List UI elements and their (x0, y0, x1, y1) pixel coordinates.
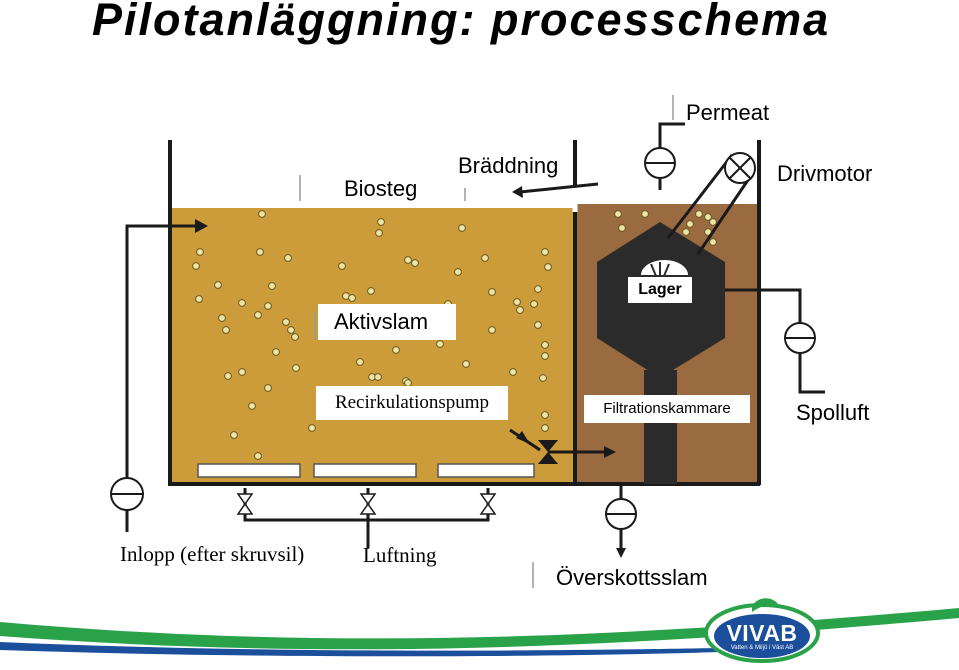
bubble (256, 248, 264, 256)
logo-name: VIVAB (726, 620, 798, 646)
luftning-label: Luftning (363, 543, 437, 567)
bubble (272, 348, 280, 356)
bubble (454, 268, 462, 276)
bubble (258, 210, 266, 218)
logo-tagline: Vatten & Miljö i Väst AB (730, 645, 794, 651)
bubble (436, 340, 444, 348)
bubble (458, 224, 466, 232)
bubble (695, 210, 703, 218)
membrane-module (597, 222, 725, 484)
bubble (238, 299, 246, 307)
bubble (356, 358, 364, 366)
bubble (509, 368, 517, 376)
bubble (292, 364, 300, 372)
bubble (541, 248, 549, 256)
bubble (462, 360, 470, 368)
bubble (544, 263, 552, 271)
bubble (488, 288, 496, 296)
bubble (614, 210, 622, 218)
diffusers (197, 463, 535, 478)
bubble (264, 302, 272, 310)
bubble (641, 210, 649, 218)
permeat-label: Permeat (686, 100, 770, 125)
bubble (534, 321, 542, 329)
lager-label: Lager (638, 281, 682, 298)
pumps (110, 147, 816, 530)
bubble (248, 402, 256, 410)
bubble (192, 262, 200, 270)
vivab-logo (704, 598, 820, 663)
recirkulationspump-label: Recirkulationspump (316, 386, 508, 420)
bubble (264, 384, 272, 392)
bubble (254, 311, 262, 319)
bubble (195, 295, 203, 303)
aeration-valves (236, 493, 497, 515)
footer-swoosh-green (0, 608, 959, 650)
bubble (218, 314, 226, 322)
bubble (481, 254, 489, 262)
bubble (377, 218, 385, 226)
bubble (224, 372, 232, 380)
bubble (254, 452, 262, 460)
bubble (513, 298, 521, 306)
bubble (338, 262, 346, 270)
bubble (222, 326, 230, 334)
filtrationskammare-label: Filtrationskammare (584, 395, 750, 423)
bubble (709, 238, 717, 246)
page-title: Pilotanläggning: processchema (92, 0, 831, 45)
arrow-heads (195, 186, 626, 558)
braddning-label: Bräddning (458, 153, 559, 178)
bubble (541, 341, 549, 349)
bubble (348, 294, 356, 302)
bubble (308, 424, 316, 432)
bubble (704, 213, 712, 221)
bubble (268, 282, 276, 290)
recirculation-pump-valve (538, 440, 558, 464)
bubble (530, 300, 538, 308)
bubble (287, 326, 295, 334)
label-brackets (299, 95, 674, 588)
biosteg-label: Biosteg (344, 176, 418, 201)
bubble (230, 431, 238, 439)
bubble (282, 318, 290, 326)
spolluft-label: Spolluft (796, 400, 870, 425)
inlopp-label: Inlopp (efter skruvsil) (120, 542, 305, 566)
drivmotor-label: Drivmotor (777, 161, 873, 186)
biotank-fill (170, 208, 575, 483)
bubble (618, 224, 626, 232)
bubble (686, 220, 694, 228)
bubble (214, 281, 222, 289)
aktivslam-label: Aktivslam (318, 304, 456, 340)
bubble (404, 256, 412, 264)
bubble (541, 424, 549, 432)
bubble (539, 374, 547, 382)
bubble (488, 326, 496, 334)
bubble (238, 368, 246, 376)
bubble (196, 248, 204, 256)
bubble (682, 228, 690, 236)
overskottsslam-label: Överskottsslam (556, 565, 708, 590)
bubble (375, 229, 383, 237)
bubble (541, 411, 549, 419)
bubble (709, 218, 717, 226)
bubble (534, 285, 542, 293)
bubble (374, 373, 382, 381)
bubble (541, 352, 549, 360)
bubble (367, 287, 375, 295)
bubble (284, 254, 292, 262)
bubble (516, 306, 524, 314)
footer-swoosh-blue (0, 642, 720, 657)
bubble (411, 259, 419, 267)
bubble (291, 333, 299, 341)
bubble (392, 346, 400, 354)
